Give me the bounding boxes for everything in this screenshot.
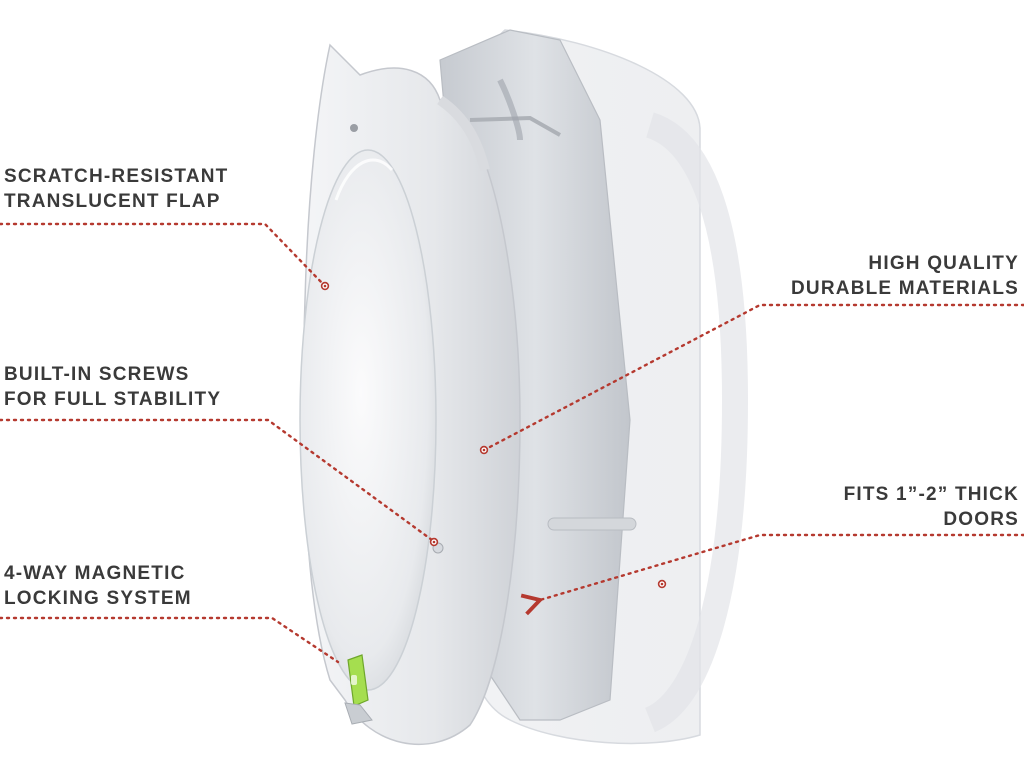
leader-lock [0,616,340,664]
dot-fits-core [660,582,664,586]
callout-screws-line2: FOR FULL STABILITY [4,389,222,410]
callout-lock: 4-WAY MAGNETIC LOCKING SYSTEM [4,561,192,611]
callout-quality-line2: DURABLE MATERIALS [791,278,1019,299]
flap [299,149,437,691]
callout-screws-line1: BUILT-IN SCREWS [4,364,190,385]
leader-flap [0,222,325,286]
callout-fits-line1: FITS 1”-2” THICK [843,484,1019,505]
leader-quality [486,303,1024,450]
magnetic-lock-icon [344,654,373,725]
callout-flap-line1: SCRATCH-RESISTANT [4,166,229,187]
callout-lock-line2: LOCKING SYSTEM [4,588,192,609]
callout-flap-line2: TRANSLUCENT FLAP [4,191,221,212]
callout-fits-line2: DOORS [943,509,1019,530]
leader-lines [0,222,1024,664]
callout-lock-line1: 4-WAY MAGNETIC [4,563,186,584]
leader-screws [0,418,434,542]
callout-quality: HIGH QUALITY DURABLE MATERIALS [791,251,1019,301]
callout-screws: BUILT-IN SCREWS FOR FULL STABILITY [4,362,221,412]
dot-screws-core [432,540,436,544]
callout-dots [320,281,667,589]
callout-quality-line1: HIGH QUALITY [868,253,1019,274]
dot-flap-core [323,284,327,288]
callout-flap: SCRATCH-RESISTANT TRANSLUCENT FLAP [4,164,228,214]
dot-quality-core [482,448,486,452]
callout-fits: FITS 1”-2” THICK DOORS [844,482,1019,532]
